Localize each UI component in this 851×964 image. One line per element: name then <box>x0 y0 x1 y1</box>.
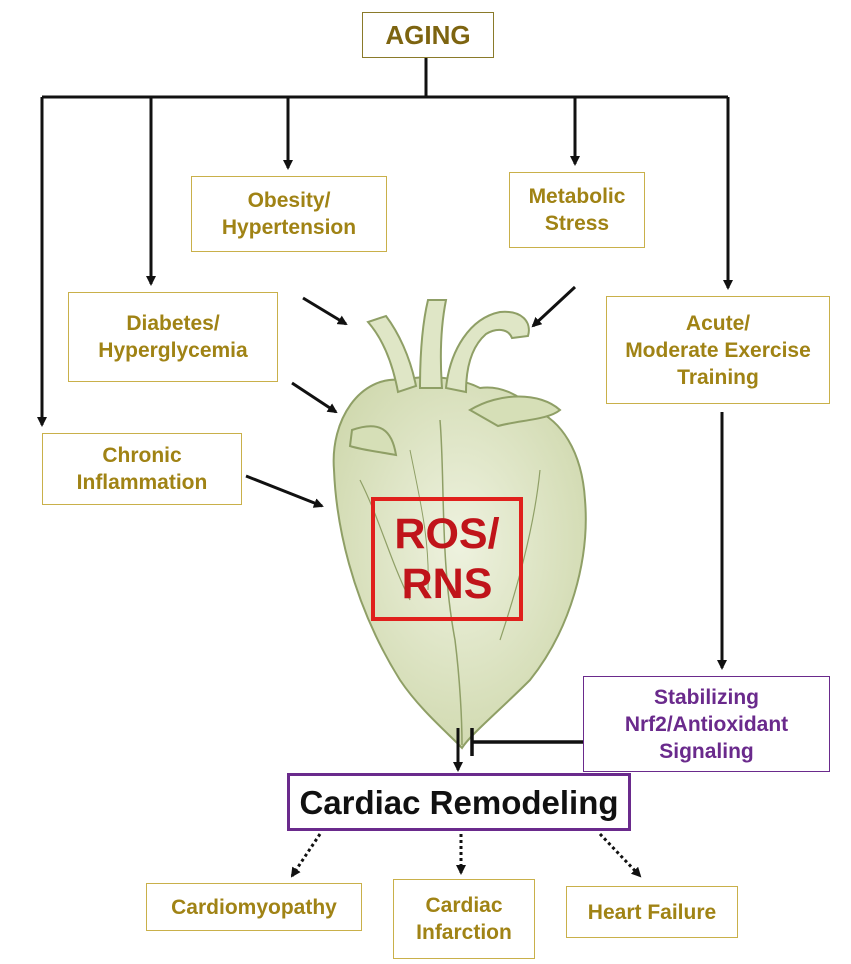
cardiac-remodeling-box: Cardiac Remodeling <box>287 773 631 831</box>
infarction-line-1: Cardiac <box>425 894 503 917</box>
stressor-arrows <box>245 285 577 508</box>
heart-failure-box: Heart Failure <box>566 886 738 938</box>
nrf2-signaling-box: Stabilizing Nrf2/Antioxidant Signaling <box>583 676 830 772</box>
inflammation-line-2: Inflammation <box>76 471 208 494</box>
cardiac-infarction-box: Cardiac Infarction <box>393 879 535 959</box>
nrf2-line-1: Stabilizing <box>654 685 759 709</box>
obesity-line-1: Obesity/ <box>247 189 331 212</box>
chronic-inflammation-box: Chronic Inflammation <box>42 433 242 505</box>
diabetes-hyperglycemia-box: Diabetes/ Hyperglycemia <box>68 292 278 382</box>
infarction-line-2: Infarction <box>416 921 512 944</box>
metabolic-stress-box: Metabolic Stress <box>509 172 645 248</box>
ros-rns-box: ROS/ RNS <box>371 497 523 621</box>
cardiomyopathy-label: Cardiomyopathy <box>171 895 337 919</box>
metabolic-line-1: Metabolic <box>528 185 626 208</box>
aging-label: AGING <box>385 19 471 50</box>
heart-failure-label: Heart Failure <box>587 900 717 924</box>
heart-illustration <box>332 299 587 750</box>
nrf2-inhibition <box>470 728 583 756</box>
exercise-line-3: Training <box>677 365 759 389</box>
obesity-line-2: Hypertension <box>221 216 357 239</box>
exercise-line-2: Moderate Exercise <box>625 338 811 362</box>
diabetes-line-1: Diabetes/ <box>126 312 220 335</box>
cardiomyopathy-box: Cardiomyopathy <box>146 883 362 931</box>
inflammation-line-1: Chronic <box>102 444 182 467</box>
metabolic-line-2: Stress <box>544 212 610 235</box>
exercise-training-box: Acute/ Moderate Exercise Training <box>606 296 830 404</box>
ros-line-1: ROS/ <box>394 510 500 558</box>
aging-connectors <box>37 58 733 427</box>
obesity-hypertension-box: Obesity/ Hypertension <box>191 176 387 252</box>
nrf2-line-2: Nrf2/Antioxidant <box>624 712 789 736</box>
diabetes-line-2: Hyperglycemia <box>98 339 248 362</box>
outcome-arrows <box>290 832 642 878</box>
aging-box: AGING <box>362 12 494 58</box>
ros-line-2: RNS <box>401 560 493 608</box>
exercise-line-1: Acute/ <box>685 311 751 335</box>
nrf2-line-3: Signaling <box>659 739 754 763</box>
remodeling-label: Cardiac Remodeling <box>299 783 619 821</box>
